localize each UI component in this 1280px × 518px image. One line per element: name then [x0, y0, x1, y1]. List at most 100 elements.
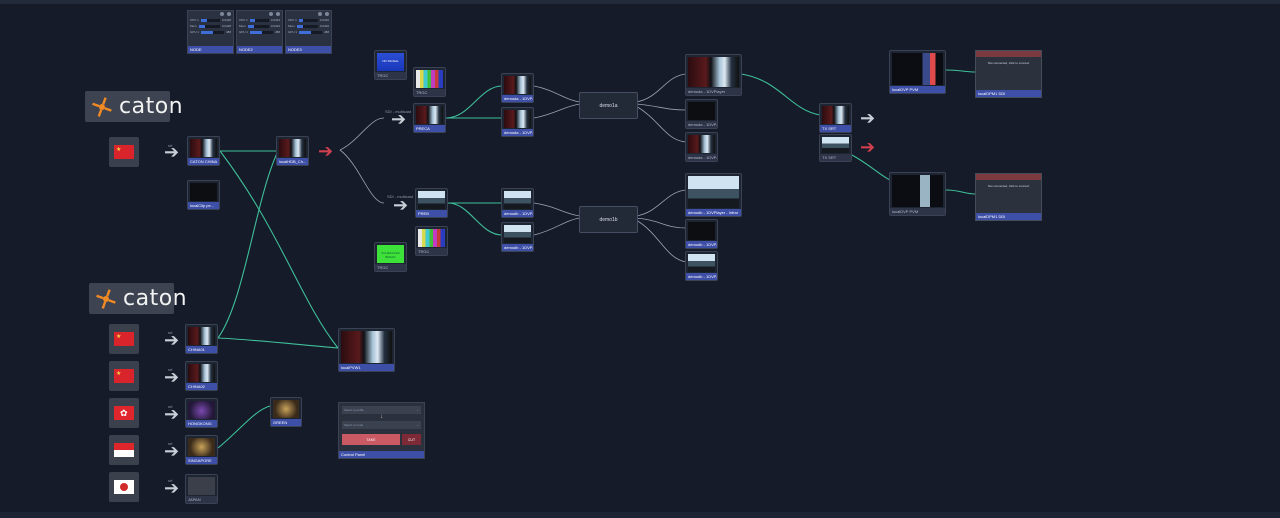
- output-b-player[interactable]: demodb - 1DVPlayer - Infrar: [685, 173, 742, 217]
- receiver-node-2[interactable]: Not connected, click to connect localDPM…: [975, 173, 1042, 221]
- stats-title: NODE: [188, 46, 233, 53]
- input-node-japan[interactable]: JAPAN: [185, 474, 218, 504]
- wire: [740, 73, 821, 116]
- close-icon[interactable]: [325, 12, 329, 16]
- demo-hub-a[interactable]: demo1a: [579, 92, 638, 119]
- node-label: demoda - 1DVP...: [502, 95, 533, 102]
- take-button[interactable]: TAKE: [342, 434, 400, 445]
- input-node-china02[interactable]: CHINA02: [185, 361, 218, 391]
- demo-a-input-1[interactable]: demoda - 1DVP...: [501, 73, 534, 103]
- arrow-right-icon: ➔: [164, 478, 180, 498]
- bottom-scrollbar[interactable]: [0, 512, 1280, 518]
- arrow-right-icon: ➔: [164, 441, 180, 461]
- protocol-tag: srt: [168, 330, 173, 335]
- demo-b-input-1[interactable]: demodb - 1DVP...: [501, 188, 534, 218]
- node-label: localHDB_Ch...: [277, 158, 308, 165]
- input-node-singapore[interactable]: SINGAPORE: [185, 435, 218, 465]
- protocol-tag: srt: [168, 143, 173, 148]
- input-node-china01[interactable]: CHINA01: [185, 324, 218, 354]
- bars-generator-node[interactable]: TRGC: [413, 67, 446, 97]
- cut-button[interactable]: CUT: [402, 434, 421, 445]
- control-panel[interactable]: Select a profile⌄ ↓ Select a mode⌄ TAKE …: [338, 402, 425, 459]
- wire: [851, 154, 891, 181]
- node-label: GREEN: [271, 419, 301, 426]
- china-flag: ★: [109, 361, 139, 391]
- gear-icon[interactable]: [318, 12, 322, 16]
- input-node-caton-china[interactable]: CATON CHINA: [187, 136, 220, 166]
- wire: [445, 85, 503, 119]
- wire: [533, 103, 581, 119]
- arrow-right-icon: ➔: [164, 367, 180, 387]
- pre-node-a[interactable]: PRECA: [413, 103, 446, 133]
- node-label: TRGC: [416, 248, 447, 255]
- arrow-right-icon: ➔: [391, 109, 407, 129]
- tx-node-2[interactable]: TX SRT: [819, 134, 852, 162]
- switcher-node[interactable]: localHDB_Ch...: [276, 136, 309, 166]
- bars-generator-node[interactable]: TRGC: [415, 226, 448, 256]
- tx-node-1[interactable]: TX SRT: [819, 103, 852, 133]
- arrow-right-icon: ➔: [164, 404, 180, 424]
- node-label: localDPM1 DDI: [976, 90, 1041, 97]
- node-label: CHINA02: [186, 383, 217, 390]
- output-a-3[interactable]: demoda - 1DVP...: [685, 132, 718, 162]
- demo-a-input-2[interactable]: demoda - 1DVP...: [501, 107, 534, 137]
- singapore-flag: [109, 435, 139, 465]
- node-label: TRGC: [375, 72, 406, 79]
- demo-hub-b[interactable]: demo1b: [579, 206, 638, 233]
- node-label: demodb - 1DVP...: [502, 210, 533, 217]
- protocol-tag: srt: [168, 367, 173, 372]
- multiviewer-1[interactable]: localDVP PVM: [889, 50, 946, 94]
- output-b-2[interactable]: demodb - 1DVP...: [685, 219, 718, 249]
- node-label: demoda - 1DVP...: [686, 121, 717, 128]
- node-label: PRECA: [414, 125, 445, 132]
- japan-flag: [109, 472, 139, 502]
- caton-logo: caton: [85, 91, 183, 122]
- gear-icon[interactable]: [269, 12, 273, 16]
- logo-text: caton: [123, 286, 188, 311]
- arrow-right-icon: ➔: [860, 108, 876, 128]
- node-label: localDPM1 DDI: [976, 213, 1041, 220]
- preview-node[interactable]: localPVW1: [338, 328, 395, 372]
- greeting-node[interactable]: GREEN: [270, 397, 302, 427]
- gear-icon[interactable]: [220, 12, 224, 16]
- node-label: demodb - 1DVPlayer - Infrar: [686, 209, 741, 216]
- close-icon[interactable]: [276, 12, 280, 16]
- node-label: TRGC: [375, 264, 406, 271]
- connect-message[interactable]: Not connected, click to connect: [987, 61, 1030, 65]
- arrow-right-alert-icon: ➔: [318, 141, 334, 161]
- mode-dropdown[interactable]: Select a mode⌄: [342, 421, 421, 429]
- route-tag: SDI - multicast: [385, 109, 412, 114]
- output-a-player[interactable]: demoda - 1DVPlayer: [685, 54, 742, 96]
- output-a-2[interactable]: demoda - 1DVP...: [685, 99, 718, 129]
- input-node-hongkong[interactable]: HONGKONG: [185, 398, 218, 428]
- node-label: demoda - 1DVP...: [502, 129, 533, 136]
- wire: [217, 337, 339, 349]
- caton-mark-icon: [95, 288, 117, 310]
- pre-node-b[interactable]: PREB: [415, 188, 448, 218]
- route-tag: SDI - multicast: [387, 194, 414, 199]
- node-label: demoda - 1DVP...: [686, 154, 717, 161]
- receiver-node-1[interactable]: Not connected, click to connect localDPM…: [975, 50, 1042, 98]
- demo-b-input-2[interactable]: demodb - 1DVP...: [501, 222, 534, 252]
- clip-node[interactable]: localClip pe...: [187, 180, 220, 210]
- wire: [533, 202, 581, 217]
- connect-message[interactable]: Not connected, click to connect: [987, 184, 1030, 188]
- stats-header: [237, 11, 282, 17]
- node-label: localDVP PVM: [890, 86, 945, 93]
- output-b-3[interactable]: demodb - 1DVP...: [685, 251, 718, 281]
- close-icon[interactable]: [227, 12, 231, 16]
- profile-dropdown[interactable]: Select a profile⌄: [342, 406, 421, 414]
- multiviewer-2[interactable]: localDVP PVM: [889, 172, 946, 216]
- stats-header: [286, 11, 331, 17]
